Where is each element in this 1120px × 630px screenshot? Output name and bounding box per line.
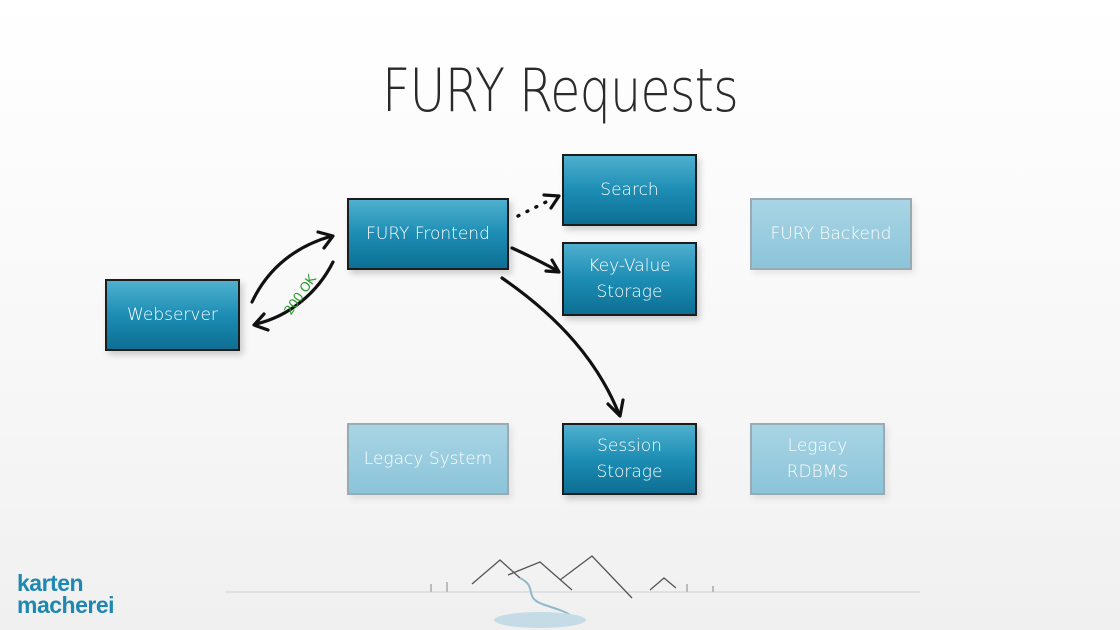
- brand-logo-line2: macherei: [17, 592, 115, 618]
- node-webserver: Webserver: [105, 279, 240, 351]
- mountain-illustration: [225, 555, 920, 628]
- brand-logo-line1: karten: [17, 570, 84, 596]
- node-fury-frontend-label: FURY Frontend: [366, 224, 490, 244]
- node-fury-backend: FURY Backend: [750, 198, 912, 270]
- node-legacy-system: Legacy System: [347, 423, 509, 495]
- node-session-storage-label: Session Storage: [596, 436, 663, 482]
- arrow-webserver-to-frontend: [250, 230, 335, 304]
- node-legacy-rdbms-label: Legacy RDBMS: [786, 436, 849, 482]
- node-webserver-label: Webserver: [127, 305, 218, 325]
- arrow-frontend-to-search: [516, 193, 561, 218]
- response-status-label: 200 OK: [281, 272, 320, 318]
- node-key-value-storage-label: Key-Value Storage: [588, 256, 671, 302]
- node-key-value-storage: Key-Value Storage: [562, 242, 697, 316]
- slide-title: FURY Requests: [382, 56, 739, 126]
- node-fury-frontend: FURY Frontend: [347, 198, 509, 270]
- brand-logo: karten macherei: [17, 570, 115, 618]
- node-search: Search: [562, 154, 697, 226]
- node-legacy-rdbms: Legacy RDBMS: [750, 423, 885, 495]
- node-fury-backend-label: FURY Backend: [770, 224, 892, 244]
- node-session-storage: Session Storage: [562, 423, 697, 495]
- node-legacy-system-label: Legacy System: [363, 449, 493, 469]
- node-search-label: Search: [600, 180, 659, 200]
- arrow-frontend-to-key-value: [510, 246, 561, 274]
